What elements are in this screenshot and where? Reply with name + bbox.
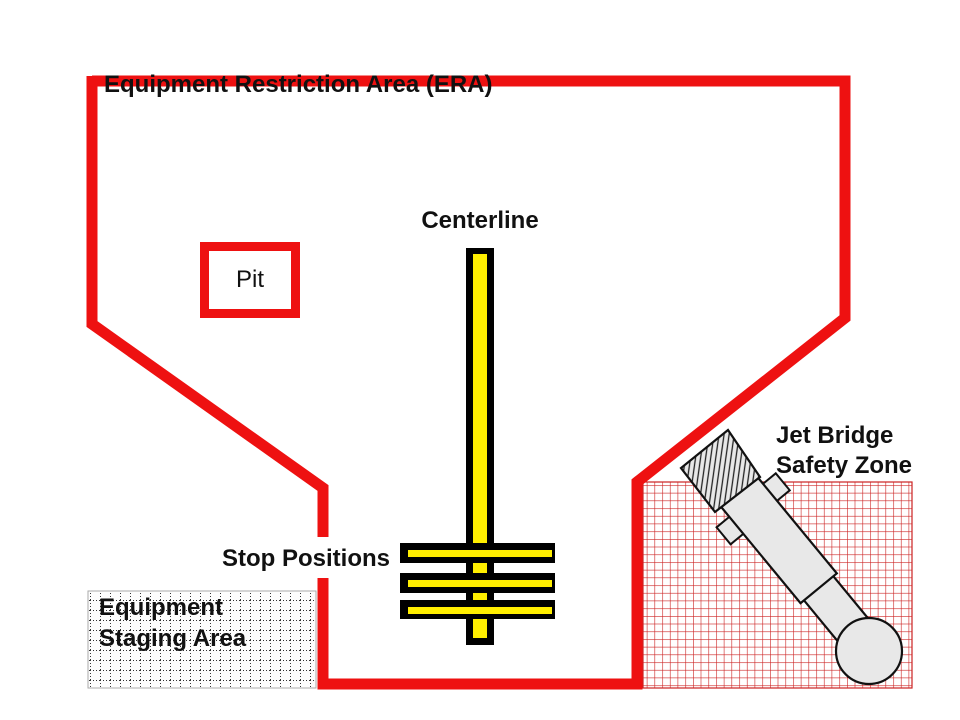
jet-bridge-label-line1: Jet Bridge	[776, 422, 894, 449]
stop-position-bars	[400, 543, 555, 619]
jet-bridge-safety-zone-label: Jet Bridge Safety Zone	[776, 421, 912, 481]
equipment-staging-area-label: Equipment Staging Area	[99, 592, 246, 654]
staging-area-dotgrid	[88, 591, 316, 688]
centerline-stripe	[473, 254, 487, 638]
stop-bar-3-stripe	[408, 607, 552, 614]
pit-label: Pit	[235, 266, 264, 293]
stop-bar-2-stripe	[408, 580, 552, 587]
stop-positions-label: Stop Positions	[222, 545, 390, 572]
era-boundary-left	[86, 76, 329, 537]
staging-label-line1: Equipment	[99, 594, 223, 621]
jet-bridge-rotunda	[834, 616, 904, 686]
centerline-label: Centerline	[421, 207, 539, 234]
era-boundary-main	[92, 75, 851, 690]
jet-bridge-cab	[679, 428, 762, 514]
jet-bridge-label-line2: Safety Zone	[776, 452, 913, 479]
era-label: Equipment Restriction Area (ERA)	[104, 71, 493, 98]
pit-box: Pit	[200, 242, 300, 318]
staging-label-line2: Staging Area	[99, 625, 247, 652]
stop-bar-1-stripe	[408, 550, 552, 557]
